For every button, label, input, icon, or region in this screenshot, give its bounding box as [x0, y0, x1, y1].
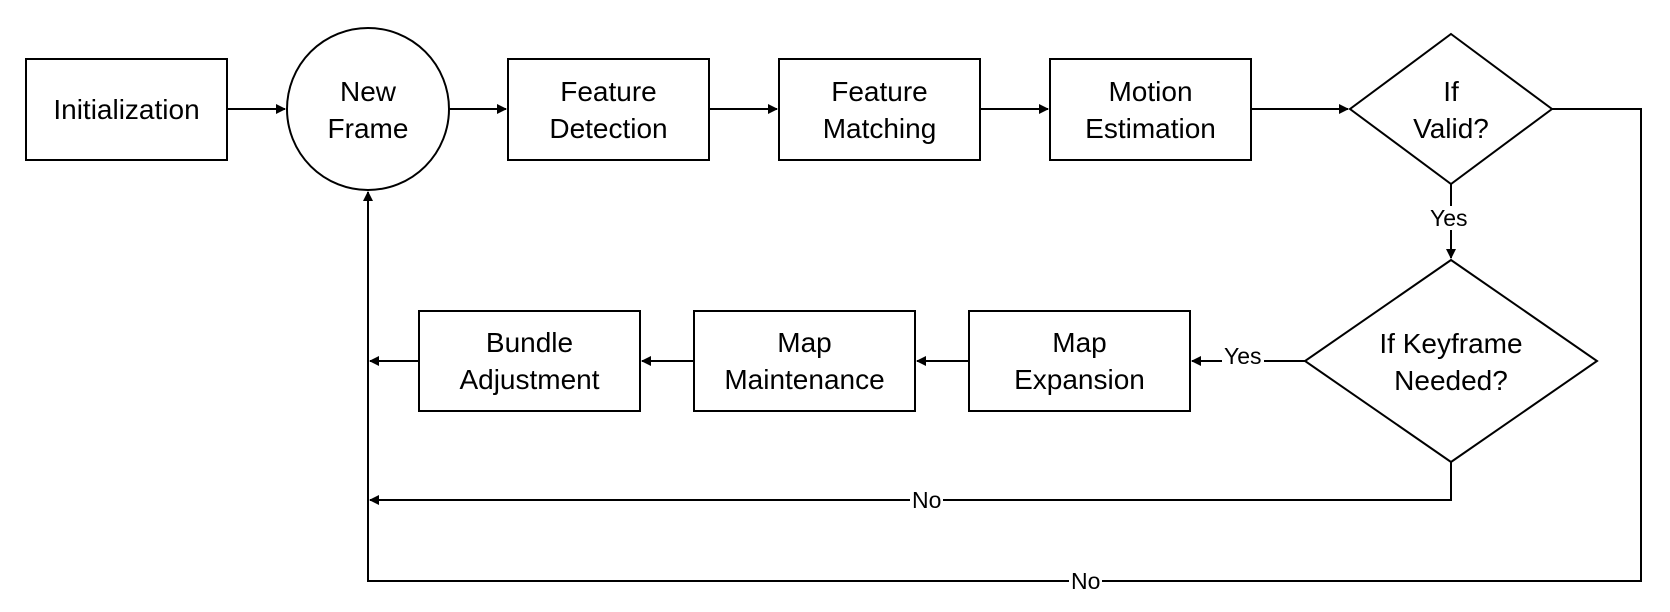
if-valid-diamond [1348, 32, 1554, 186]
valid-no-label: No [1069, 568, 1103, 594]
keyframe-yes-label: Yes [1222, 343, 1264, 369]
map-expansion-box [968, 310, 1191, 412]
keyframe-no-label: No [910, 487, 944, 513]
if-keyframe-diamond [1303, 258, 1599, 464]
motion-estimation-box [1049, 58, 1252, 161]
bundle-adjustment-box [418, 310, 641, 412]
initialization-box [25, 58, 228, 161]
feature-matching-box [778, 58, 981, 161]
map-maintenance-box [693, 310, 916, 412]
edge-valid-no-to-newframe [363, 108, 1642, 582]
edge-keyframe-no-to-newframe [369, 462, 1452, 505]
valid-yes-label: Yes [1428, 205, 1470, 231]
new-frame-circle [286, 27, 450, 191]
feature-detection-box [507, 58, 710, 161]
